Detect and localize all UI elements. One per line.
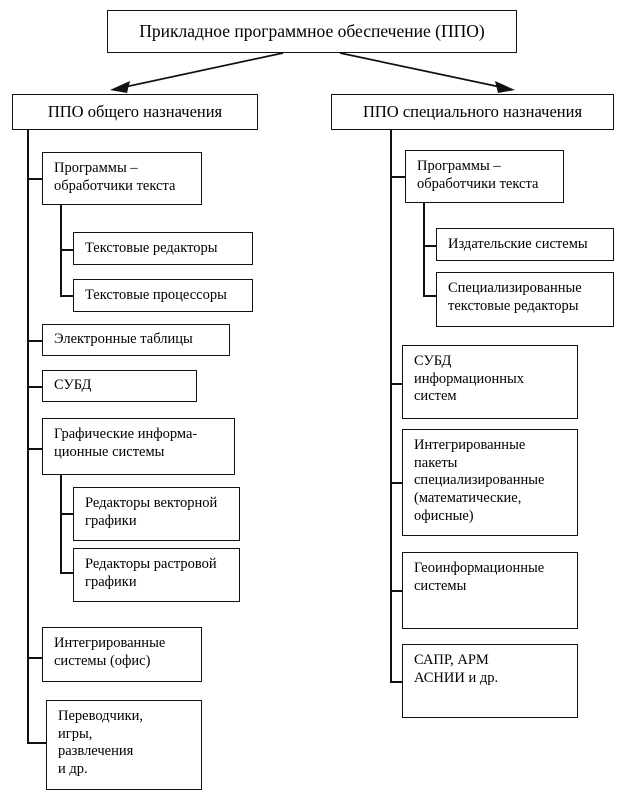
node-label: Текстовые редакторы (85, 239, 218, 256)
node-label: Программы – обработчики текста (54, 160, 176, 194)
arrowhead-right-icon (495, 81, 515, 93)
connector-right-sub-stub (423, 295, 437, 297)
node-root-title: Прикладное программное обеспечение (ППО) (107, 10, 517, 53)
node-right-4: СУБД информационных систем (402, 345, 578, 419)
node-right-2: Издательские системы (436, 228, 614, 261)
connector-left-sub-stub (60, 249, 74, 251)
connector-right-stub (390, 590, 403, 592)
node-label: Переводчики, игры, развлечения и др. (58, 708, 144, 778)
node-left-7: Редакторы векторной графики (73, 487, 240, 541)
node-label: Электронные таблицы (54, 331, 193, 348)
node-label: Специализированные текстовые редакторы (448, 280, 582, 314)
node-left-5: СУБД (42, 370, 197, 402)
node-label: СУБД информационных систем (414, 353, 524, 405)
node-left-header: ППО общего назначения (12, 94, 258, 130)
connector-left-stub (27, 386, 43, 388)
node-label: ППО специального назначения (362, 101, 583, 121)
connector-right-sub-trunk (423, 203, 425, 297)
connector-right-stub (390, 681, 406, 683)
node-left-8: Редакторы растровой графики (73, 548, 240, 602)
node-left-1: Программы – обработчики текста (42, 152, 202, 205)
node-right-header: ППО специального назначения (331, 94, 614, 130)
node-label: Интегрированные пакеты специализированны… (414, 437, 545, 524)
connector-right-trunk (390, 130, 392, 682)
node-label: Программы – обработчики текста (417, 158, 539, 192)
node-label: Графические информа- ционные системы (54, 426, 198, 460)
connector-right-stub (390, 383, 403, 385)
connector-left-sub-stub (60, 295, 74, 297)
connector-right-stub (390, 482, 403, 484)
node-left-3: Текстовые процессоры (73, 279, 253, 312)
connector-left-stub (27, 657, 43, 659)
node-label: Текстовые процессоры (85, 286, 227, 303)
node-label: Издательские системы (448, 235, 588, 252)
node-right-5: Интегрированные пакеты специализированны… (402, 429, 578, 536)
node-label: Редакторы векторной графики (85, 495, 218, 529)
node-left-10: Переводчики, игры, развлечения и др. (46, 700, 202, 790)
node-right-3: Специализированные текстовые редакторы (436, 272, 614, 327)
connector-left-trunk (27, 130, 29, 743)
connector-left-sub-trunk-2 (60, 475, 62, 573)
node-label: Прикладное программное обеспечение (ППО) (139, 20, 485, 41)
node-label: Интегрированные системы (офис) (54, 635, 166, 669)
node-left-6: Графические информа- ционные системы (42, 418, 235, 475)
connector-left-sub-trunk-1 (60, 205, 62, 297)
node-left-4: Электронные таблицы (42, 324, 230, 356)
arrowhead-left-icon (110, 81, 130, 93)
node-right-6: Геоинформационные системы (402, 552, 578, 629)
node-label: ППО общего назначения (47, 101, 223, 121)
connector-right-stub (390, 176, 406, 178)
node-label: СУБД (54, 377, 92, 394)
connector-left-stub (27, 448, 43, 450)
node-left-2: Текстовые редакторы (73, 232, 253, 265)
connector-left-stub (27, 178, 43, 180)
node-label: Геоинформационные системы (414, 560, 545, 594)
connector-left-stub (27, 340, 43, 342)
connector-right-sub-stub (423, 245, 437, 247)
node-right-7: САПР, АРМ АСНИИ и др. (402, 644, 578, 718)
connector-left-stub (27, 742, 47, 744)
connector-left-sub-stub (60, 572, 74, 574)
node-label: Редакторы растровой графики (85, 556, 217, 590)
node-left-9: Интегрированные системы (офис) (42, 627, 202, 682)
node-label: САПР, АРМ АСНИИ и др. (414, 652, 499, 686)
connector-left-sub-stub (60, 513, 74, 515)
node-right-1: Программы – обработчики текста (405, 150, 564, 203)
